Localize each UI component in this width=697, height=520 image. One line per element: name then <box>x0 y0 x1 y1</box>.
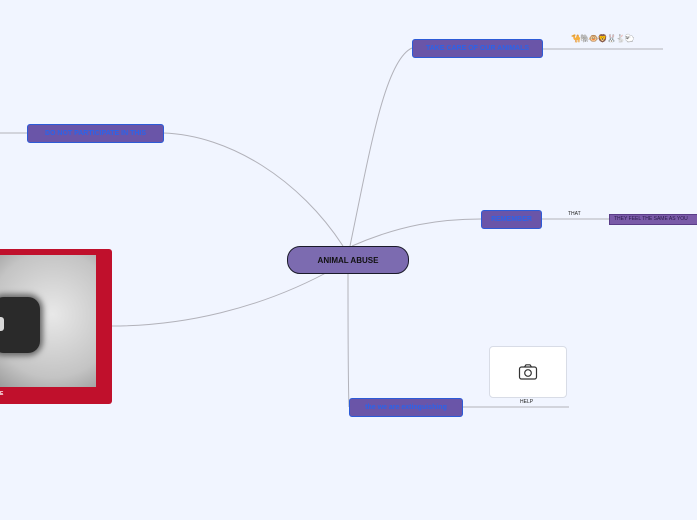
image-placeholder[interactable] <box>489 346 567 398</box>
topic-remember[interactable]: REMEMBER <box>481 210 542 229</box>
topic-extinguishing[interactable]: the we are extinguishing <box>349 398 463 417</box>
subtopic-feel-same[interactable]: THEY FEEL THE SAME AS YOU <box>609 214 697 225</box>
video-caption: E <box>0 391 3 397</box>
subtopic-that[interactable]: THAT <box>568 211 581 217</box>
video-thumbnail[interactable]: E <box>0 249 112 404</box>
subtopic-help[interactable]: HELP <box>520 399 533 405</box>
video-preview <box>0 255 96 387</box>
central-topic-label: ANIMAL ABUSE <box>318 256 379 265</box>
play-icon <box>0 297 40 353</box>
topic-do-not-participate[interactable]: DO NOT PARTICIPATE IN THIS <box>27 124 164 143</box>
camera-icon <box>518 363 538 381</box>
topic-remember-label: REMEMBER <box>491 216 532 223</box>
topic-extinguishing-label: the we are extinguishing <box>365 404 447 411</box>
central-topic[interactable]: ANIMAL ABUSE <box>287 246 409 274</box>
topic-take-care-label: TAKE CARE OF OUR ANIMALS <box>426 45 529 52</box>
topic-do-not-participate-label: DO NOT PARTICIPATE IN THIS <box>45 130 146 137</box>
animals-emoji-row: 🐪🐘🐵🦁🐰🐇🐑 <box>571 34 634 43</box>
topic-take-care[interactable]: TAKE CARE OF OUR ANIMALS <box>412 39 543 58</box>
